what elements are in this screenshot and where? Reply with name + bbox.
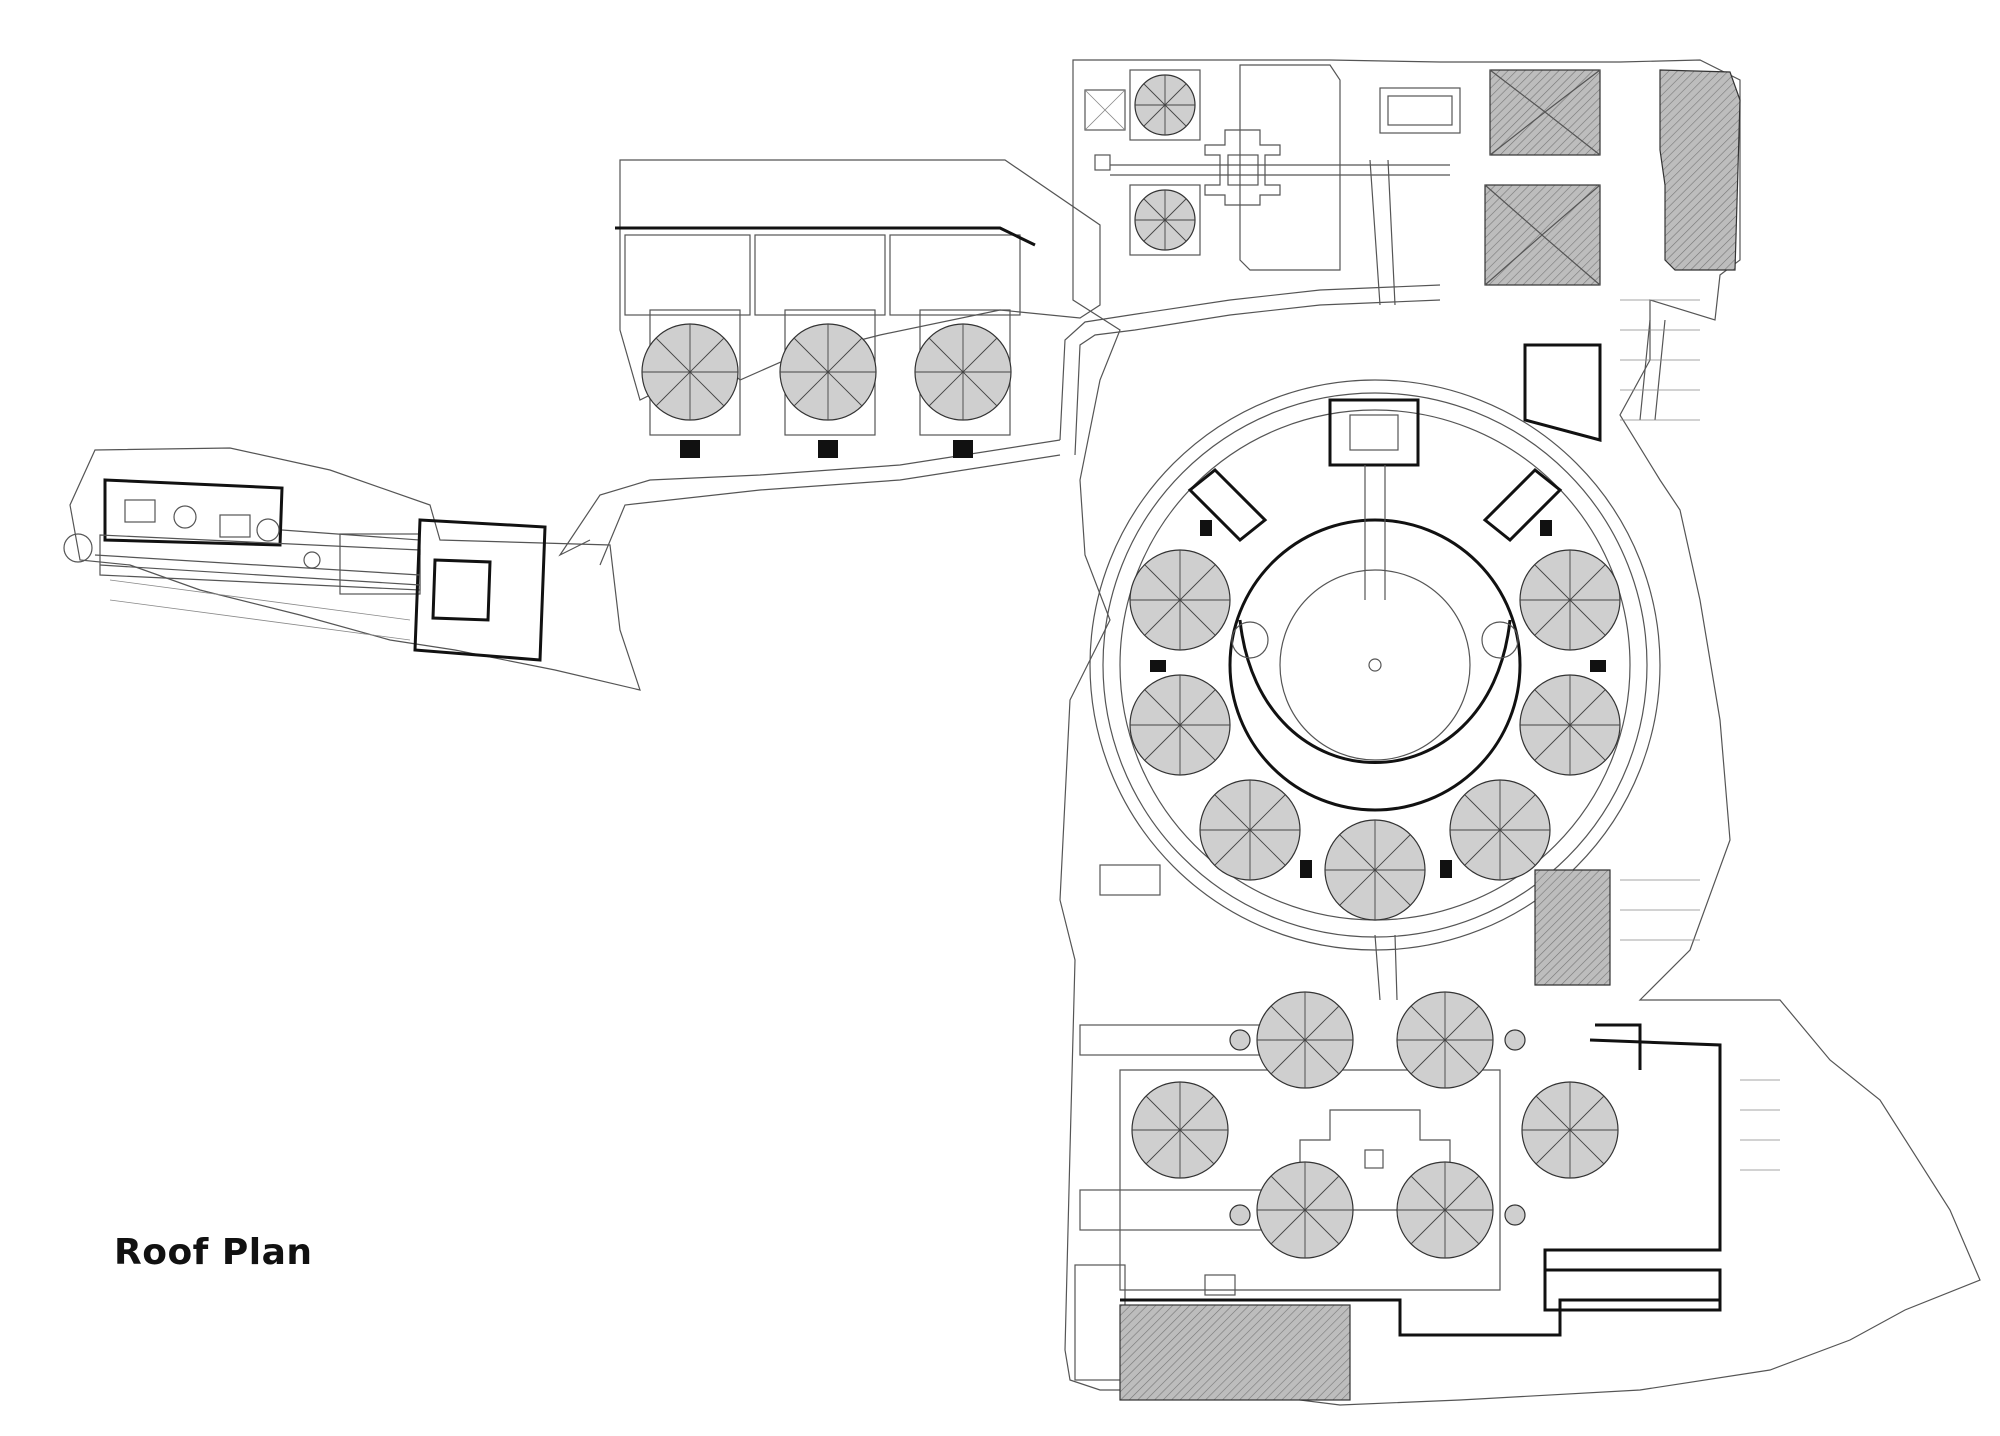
dome-b1 <box>1256 991 1354 1089</box>
villa-1 <box>624 234 751 458</box>
main-circular-building <box>1089 379 1661 951</box>
east-service-strip <box>1523 299 1780 1171</box>
site-boundary <box>69 59 1981 1406</box>
bottom-cluster <box>1074 864 1722 1401</box>
dome-b2 <box>1396 991 1494 1089</box>
dome-b4 <box>1521 1081 1619 1179</box>
dome-b6 <box>1396 1161 1494 1259</box>
dome-e-upper <box>1519 549 1621 651</box>
walkways <box>558 159 1666 1001</box>
dome-w-upper <box>1129 549 1231 651</box>
dome-sw <box>1199 779 1301 881</box>
dome-s <box>1324 819 1426 921</box>
dome-w-lower <box>1129 674 1231 776</box>
dome-b3 <box>1131 1081 1229 1179</box>
dome-se <box>1449 779 1551 881</box>
left-spa-building <box>63 478 547 662</box>
villa-2 <box>754 234 886 458</box>
circle-domes <box>1129 520 1621 921</box>
top-cluster <box>1084 64 1741 286</box>
villa-3 <box>889 234 1021 458</box>
dome-e-lower <box>1519 674 1621 776</box>
drawing-title: Roof Plan <box>114 1232 313 1273</box>
top-villas <box>615 226 1036 458</box>
dome-b5 <box>1256 1161 1354 1259</box>
